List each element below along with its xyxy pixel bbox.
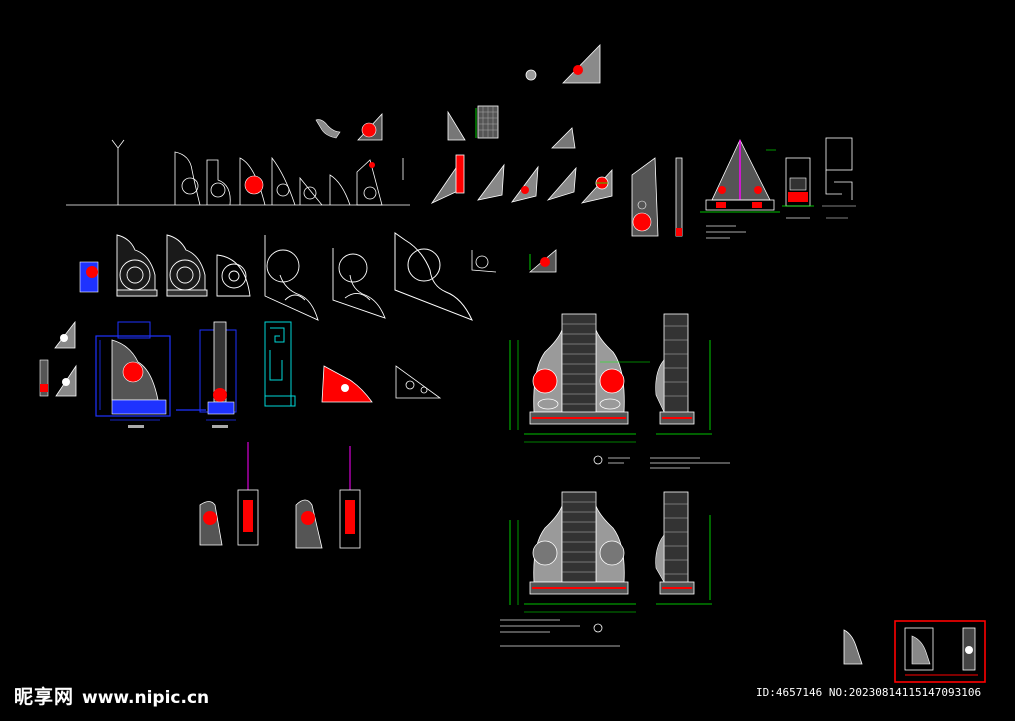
blue-column-drawing — [176, 321, 237, 428]
diagonal-brackets-row — [430, 154, 613, 204]
detail-box — [822, 137, 856, 219]
small-blue-figure — [79, 261, 99, 293]
row3-small-items — [39, 320, 77, 397]
large-bracket-3 — [216, 254, 251, 297]
image-id-label: ID:4657146 NO:20230814115147093106 — [756, 686, 982, 699]
grid-panel — [475, 105, 499, 139]
watermark: 昵享网 www.nipic.cn — [14, 682, 209, 709]
large-bracket-1 — [116, 234, 158, 297]
watermark-url: www.nipic.cn — [82, 688, 210, 708]
elevation-red-medallion — [244, 175, 264, 195]
tall-pillar-medallion — [631, 157, 683, 237]
lower-left-details — [199, 442, 361, 549]
small-red-bracket — [528, 249, 557, 273]
bracket-small-b — [551, 127, 576, 149]
large-bracket-4 — [264, 235, 319, 321]
side-elevation-upper — [650, 313, 730, 469]
large-bracket-5 — [332, 248, 386, 319]
watermark-brand: 昵享网 — [14, 686, 75, 708]
white-bracket-profile — [395, 365, 442, 399]
red-bracket-profile — [321, 365, 373, 403]
gate-section — [782, 157, 814, 219]
title-block-frame — [894, 620, 986, 683]
spire-elevation — [700, 139, 780, 239]
bottom-right-bracket — [843, 629, 863, 665]
front-elevation-upper — [509, 313, 650, 465]
blue-elevation-drawing — [95, 321, 171, 428]
elevation-strip — [66, 139, 410, 206]
large-bracket-6 — [394, 232, 473, 321]
large-bracket-2 — [166, 234, 208, 297]
bracket-small-a — [447, 110, 466, 141]
ornament-dot — [525, 69, 537, 81]
elevation-red-dot — [369, 162, 375, 168]
cyan-fret-pillar — [264, 321, 296, 407]
scroll-ornament — [315, 119, 341, 139]
front-elevation-lower — [500, 491, 636, 647]
small-bracket-circle — [471, 250, 497, 273]
corner-bracket-top — [562, 44, 601, 84]
side-elevation-lower — [655, 491, 712, 605]
bracket-red-medallion — [357, 112, 383, 141]
